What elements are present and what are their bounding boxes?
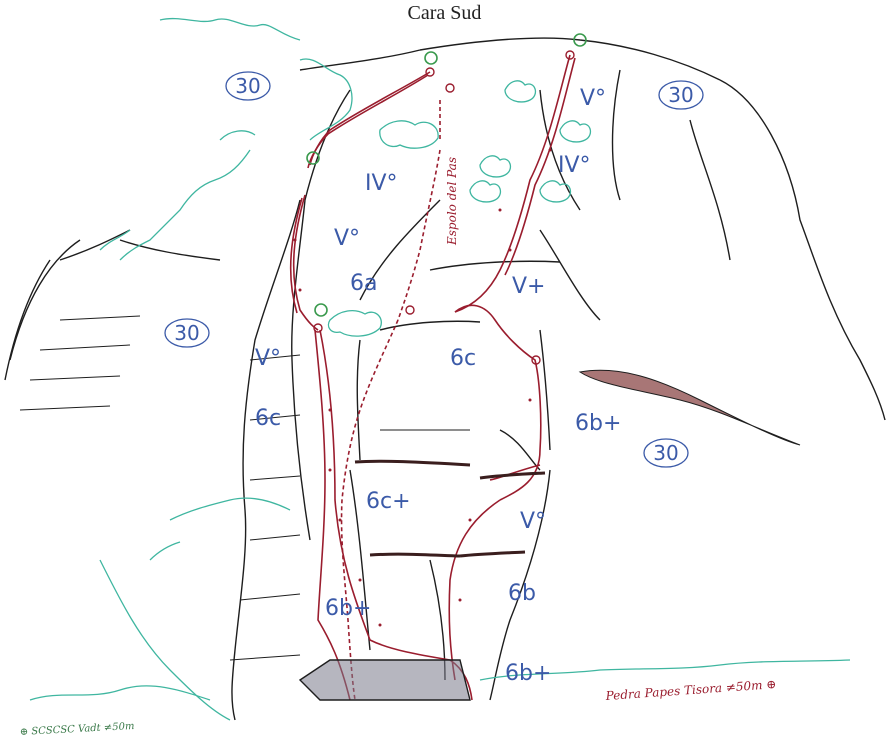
bottom-left-note: ⊕ SCSCSC Vadt ≠50m <box>20 721 135 738</box>
grade-label: 6c <box>255 406 281 431</box>
grade-label: V° <box>255 346 281 371</box>
grade-label: IV° <box>558 153 591 178</box>
grade-label: IV° <box>365 171 398 196</box>
grade-label: 6b+ <box>505 661 551 686</box>
sector-label: 30 <box>668 83 693 107</box>
sector-label: 30 <box>235 74 260 98</box>
route-name-bottom-right: Pedra Papes Tisora ≠50m ⊕ <box>604 677 777 703</box>
rock-outlines <box>5 38 885 720</box>
grade-label: 6b+ <box>575 411 621 436</box>
grade-label: V° <box>520 509 546 534</box>
grade-label: V° <box>580 86 606 111</box>
grade-label: 6b+ <box>325 596 371 621</box>
grade-label: V+ <box>512 274 545 299</box>
grade-label: 6c <box>450 346 476 371</box>
grade-label: 6c+ <box>366 489 411 514</box>
grade-label: 6b <box>508 581 536 606</box>
roof-shading <box>300 370 800 700</box>
grade-label: 6a <box>350 271 377 296</box>
grade-label: V° <box>334 226 360 251</box>
sector-label: 30 <box>174 321 199 345</box>
sector-label: 30 <box>653 441 678 465</box>
route-name-vertical: Espolo del Pas <box>445 157 459 246</box>
